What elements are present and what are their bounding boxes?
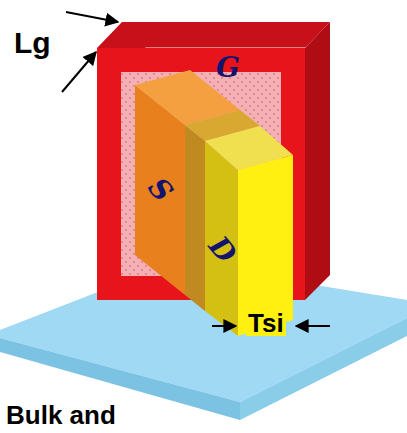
lg-dimension (62, 12, 118, 92)
region-letter: G (216, 54, 240, 82)
caption-fragment: Bulk and (6, 402, 116, 428)
source-region: S (150, 176, 170, 204)
gate-region: G (216, 54, 240, 82)
fin (135, 70, 293, 336)
fin-thickness-label: Tsi (246, 310, 286, 336)
drain-region: D (210, 236, 234, 264)
gate-length-label: Lg (14, 28, 51, 58)
